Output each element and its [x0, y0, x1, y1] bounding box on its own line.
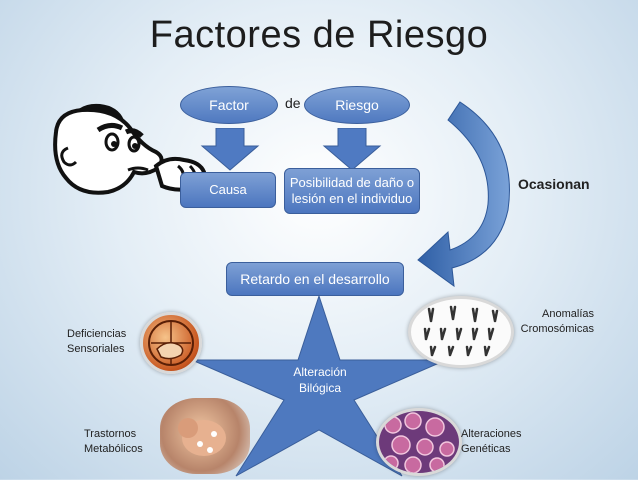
posibilidad-line1: Posibilidad de daño o	[289, 175, 415, 190]
baby-image	[160, 398, 250, 474]
curved-arrow-icon	[417, 101, 510, 288]
riesgo-label: Riesgo	[335, 97, 379, 113]
hands-icon	[148, 320, 194, 366]
factor-label: Factor	[209, 97, 249, 113]
star-text: Alteración Bilógica	[270, 364, 370, 396]
retardo-box: Retardo en el desarrollo	[226, 262, 404, 296]
cells-icon	[383, 412, 455, 473]
alteraciones-line2: Genéticas	[461, 443, 511, 455]
causa-label: Causa	[209, 182, 247, 197]
karyotype-image	[408, 296, 514, 368]
cells-image	[376, 408, 462, 476]
star-shape	[191, 294, 447, 477]
deficiencias-line2: Sensoriales	[67, 343, 125, 355]
alteraciones-line1: Alteraciones	[461, 428, 522, 440]
chromosome-icon	[423, 305, 499, 357]
down-arrow-icon	[200, 128, 260, 171]
causa-box: Causa	[180, 172, 276, 208]
deficiencias-label: Deficiencias Sensoriales	[67, 327, 126, 357]
connector-text: de	[285, 95, 301, 111]
deficiencias-image	[140, 312, 202, 374]
down-arrow-icon	[322, 128, 382, 171]
star-line1: Alteración	[293, 365, 347, 379]
riesgo-oval: Riesgo	[304, 86, 410, 124]
anomalias-line1: Anomalías	[542, 308, 594, 320]
factor-oval: Factor	[180, 86, 278, 124]
ocasionan-label: Ocasionan	[518, 176, 590, 192]
alteraciones-label: Alteraciones Genéticas	[461, 427, 522, 457]
trastornos-label: Trastornos Metabólicos	[84, 427, 143, 457]
page-title: Factores de Riesgo	[149, 14, 489, 56]
baby-icon	[178, 418, 226, 456]
deficiencias-line1: Deficiencias	[67, 328, 127, 340]
anomalias-line2: Cromosómicas	[520, 323, 594, 335]
posibilidad-box: Posibilidad de daño o lesión en el indiv…	[284, 168, 420, 214]
trastornos-line1: Trastornos	[84, 428, 137, 440]
star-line2: Bilógica	[298, 381, 342, 395]
retardo-label: Retardo en el desarrollo	[240, 271, 390, 287]
trastornos-line2: Metabólicos	[84, 443, 143, 455]
anomalias-label: Anomalías Cromosómicas	[518, 307, 594, 337]
posibilidad-line2: lesión en el individuo	[291, 191, 413, 206]
